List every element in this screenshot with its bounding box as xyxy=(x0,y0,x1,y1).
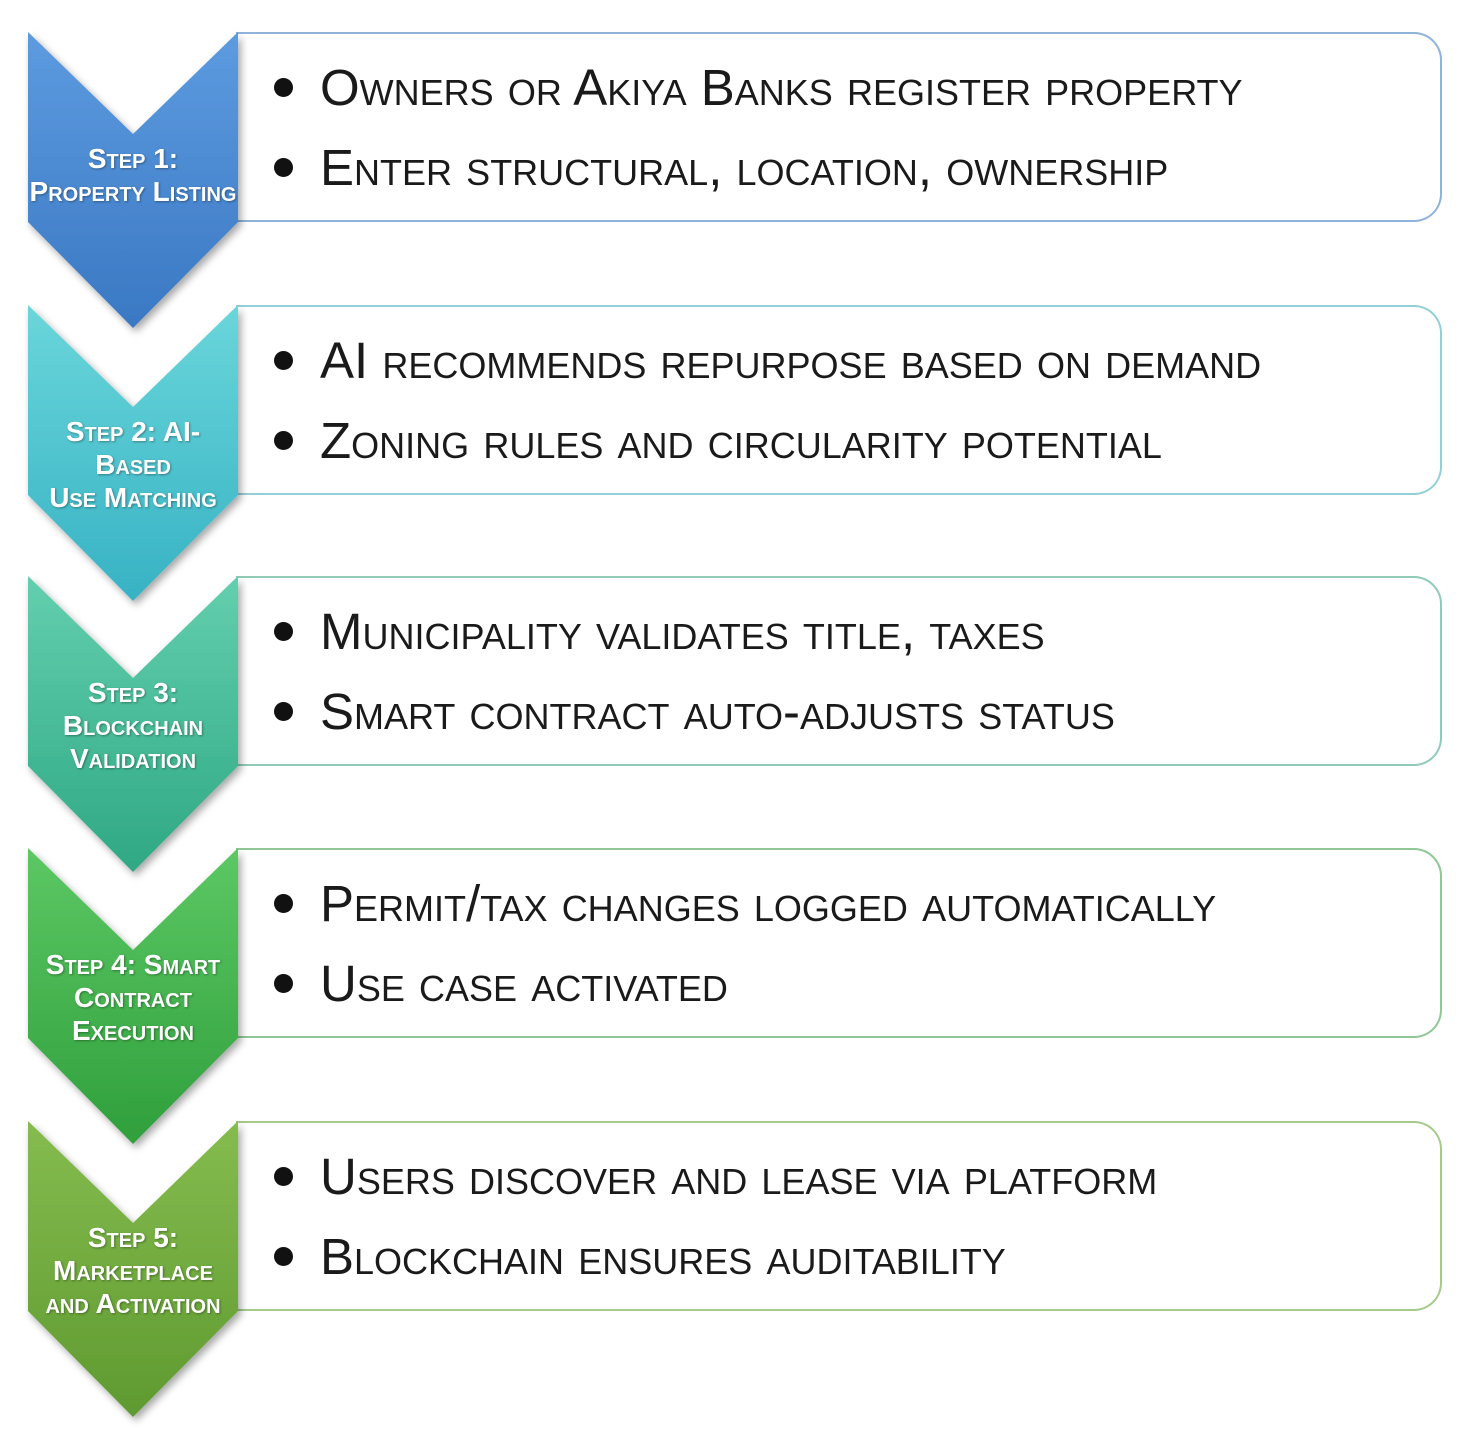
step-label-line: Step 1: xyxy=(87,143,179,174)
chevron-arrow-icon xyxy=(28,848,238,1144)
bullet-item: Blockchain ensures auditability xyxy=(274,1225,1157,1305)
step-label-line: and Activation xyxy=(45,1288,221,1319)
bullet-dot-icon xyxy=(274,894,293,913)
bullet-item: Owners or Akiya Banks register property xyxy=(274,56,1243,136)
bullet-dot-icon xyxy=(274,1247,293,1266)
bullet-item: AI recommends repurpose based on demand xyxy=(274,329,1261,409)
bullet-dot-icon xyxy=(274,431,293,450)
bullet-dot-icon xyxy=(274,702,293,721)
bullet-dot-icon xyxy=(274,78,293,97)
bullet-text: Smart contract auto-adjusts status xyxy=(320,683,1115,740)
step-1-chevron: Step 1:Property Listing xyxy=(0,32,270,332)
step-label-line: Marketplace xyxy=(53,1255,213,1286)
step-label-line: Step 2: AI-Based xyxy=(65,416,201,480)
chevron-shape xyxy=(28,32,238,328)
step-label-line: Step 5: xyxy=(87,1222,179,1253)
step-label-line: Step 3: xyxy=(87,677,179,708)
step-label-line: Step 4: Smart xyxy=(45,949,221,980)
bullet-item: Enter structural, location, ownership xyxy=(274,136,1243,216)
chevron-shape xyxy=(28,848,238,1144)
bullet-text: Municipality validates title, taxes xyxy=(320,603,1045,660)
step-label-line: Execution xyxy=(71,1015,194,1046)
bullet-dot-icon xyxy=(274,1167,293,1186)
bullet-text: Owners or Akiya Banks register property xyxy=(320,59,1243,116)
bullet-item: Users discover and lease via platform xyxy=(274,1145,1157,1225)
bullet-text: Blockchain ensures auditability xyxy=(320,1228,1006,1285)
step-label-line: Contract xyxy=(74,982,192,1013)
bullet-item: Permit/tax changes logged automatically xyxy=(274,872,1216,952)
bullet-item: Zoning rules and circularity potential xyxy=(274,409,1261,489)
bullet-dot-icon xyxy=(274,974,293,993)
step-label-line: Property Listing xyxy=(29,176,237,207)
step-1-label: Step 1:Property Listing xyxy=(28,142,238,208)
bullet-text: Permit/tax changes logged automatically xyxy=(320,875,1217,932)
chevron-shape xyxy=(28,576,238,872)
bullet-item: Use case activated xyxy=(274,952,1216,1032)
bullet-text: Enter structural, location, ownership xyxy=(320,139,1169,196)
step-label-line: Blockchain xyxy=(62,710,204,741)
step-label-line: Use Matching xyxy=(49,482,217,513)
chevron-shape xyxy=(28,305,238,601)
bullet-dot-icon xyxy=(274,158,293,177)
bullet-text: AI recommends repurpose based on demand xyxy=(320,332,1262,389)
bullet-text: Zoning rules and circularity potential xyxy=(320,412,1162,469)
chevron-arrow-icon xyxy=(28,1121,238,1417)
chevron-arrow-icon xyxy=(28,305,238,601)
chevron-arrow-icon xyxy=(28,576,238,872)
bullet-dot-icon xyxy=(274,351,293,370)
chevron-shape xyxy=(28,1121,238,1417)
bullet-text: Use case activated xyxy=(320,955,728,1012)
bullet-item: Smart contract auto-adjusts status xyxy=(274,680,1115,760)
chevron-arrow-icon xyxy=(28,32,238,328)
step-label-line: Validation xyxy=(69,743,197,774)
bullet-item: Municipality validates title, taxes xyxy=(274,600,1115,680)
bullet-dot-icon xyxy=(274,622,293,641)
bullet-text: Users discover and lease via platform xyxy=(320,1148,1158,1205)
